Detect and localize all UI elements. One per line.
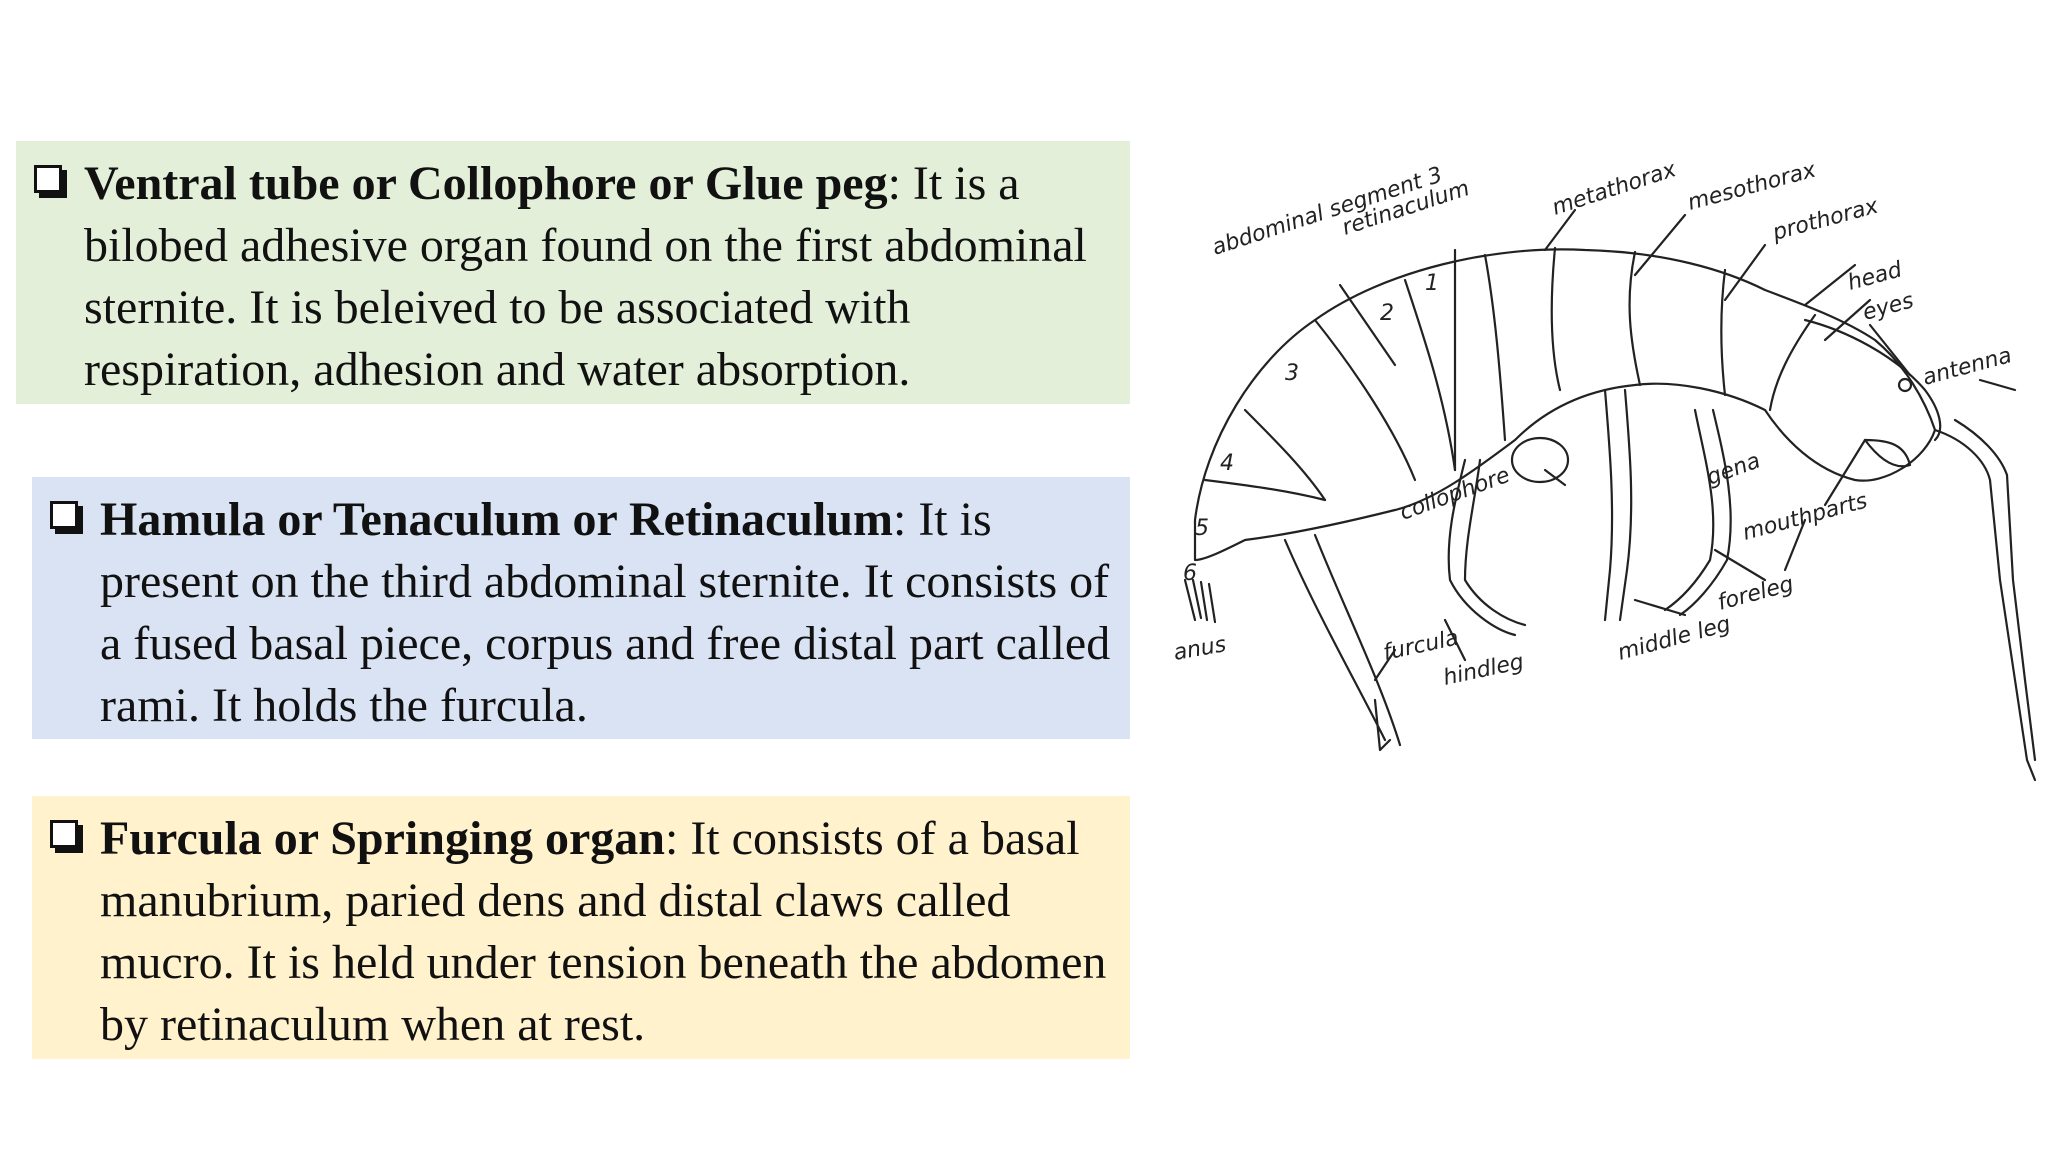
collophore-text: Ventral tube or Collophore or Glue peg: … xyxy=(84,153,1112,401)
leader-line xyxy=(1373,648,1397,682)
leader-line xyxy=(1868,323,1912,377)
label-collophore: collophore xyxy=(1397,463,1514,526)
eye-shape xyxy=(1897,377,1913,393)
label-prothorax: prothorax xyxy=(1769,193,1882,246)
label-hindleg: hindleg xyxy=(1441,649,1526,690)
foreleg-shape xyxy=(1663,408,1732,617)
collophore-section: Ventral tube or Collophore or Glue peg: … xyxy=(16,141,1130,404)
label-seg3: 3 xyxy=(1285,361,1299,386)
label-seg2: 2 xyxy=(1380,301,1394,326)
furcula-item: Furcula or Springing organ: It consists … xyxy=(50,808,1112,1056)
collophore-item: Ventral tube or Collophore or Glue peg: … xyxy=(34,153,1112,401)
label-metathorax: metathorax xyxy=(1549,157,1680,221)
collophore-shape xyxy=(1510,436,1570,484)
label-seg4: 4 xyxy=(1220,451,1234,476)
leader-line xyxy=(1823,298,1872,342)
segment-line xyxy=(1768,313,1817,412)
segment-line xyxy=(1243,408,1327,502)
furcula-section: Furcula or Springing organ: It consists … xyxy=(32,796,1130,1059)
leader-line xyxy=(1633,598,1687,617)
label-antenna: antenna xyxy=(1920,343,2014,391)
collophore-body: : It is a bilobed adhesive organ found o… xyxy=(84,157,1087,396)
leader-line xyxy=(1443,618,1467,662)
checkbox-square-icon xyxy=(50,501,78,529)
antenna-shape xyxy=(1933,418,2037,782)
segment-line xyxy=(1483,253,1507,442)
furcula-text: Furcula or Springing organ: It consists … xyxy=(100,808,1112,1056)
leader-line xyxy=(1723,243,1767,302)
label-head: head xyxy=(1845,257,1906,296)
leader-line xyxy=(1338,283,1397,367)
label-mesothorax: mesothorax xyxy=(1685,157,1819,215)
label-mouthparts: mouthparts xyxy=(1740,489,1870,546)
furcula-body: : It consists of a basal manubrium, pari… xyxy=(100,812,1107,1051)
retinaculum-term: Hamula or Tenaculum or Retinaculum xyxy=(100,493,893,546)
mouthparts-shape xyxy=(1863,438,1912,468)
leader-line xyxy=(1978,378,2017,392)
retinaculum-section: Hamula or Tenaculum or Retinaculum: It i… xyxy=(32,477,1130,739)
segment-line xyxy=(1403,278,1457,472)
label-seg1: 1 xyxy=(1425,271,1439,296)
anus-hairs xyxy=(1183,578,1217,624)
label-gena: gena xyxy=(1704,448,1764,490)
hindleg-shape xyxy=(1447,458,1527,637)
checkbox-square-icon xyxy=(34,165,62,193)
label-foreleg: foreleg xyxy=(1715,572,1796,616)
label-eyes: eyes xyxy=(1860,288,1916,325)
leader-line xyxy=(1803,263,1857,307)
segment-line xyxy=(1313,318,1417,482)
segment-line xyxy=(1628,250,1642,387)
body-outline xyxy=(1193,248,1937,562)
segment-line xyxy=(1550,246,1562,392)
springtail-drawing: abdominal segment 3 retinaculum metathor… xyxy=(1172,157,2037,782)
retinaculum-body: : It is present on the third abdominal s… xyxy=(100,493,1111,732)
leader-line xyxy=(1633,213,1687,277)
leader-line xyxy=(1823,438,1867,507)
leader-line xyxy=(1783,518,1807,572)
segment-line xyxy=(1720,268,1727,397)
segment-line xyxy=(1203,478,1327,502)
retinaculum-text: Hamula or Tenaculum or Retinaculum: It i… xyxy=(100,489,1112,737)
retinaculum-item: Hamula or Tenaculum or Retinaculum: It i… xyxy=(50,489,1112,737)
collophore-term: Ventral tube or Collophore or Glue peg xyxy=(84,157,888,210)
leader-line xyxy=(1713,548,1767,582)
leader-line xyxy=(1543,208,1577,252)
label-anus: anus xyxy=(1172,632,1228,666)
label-furcula: furcula xyxy=(1381,626,1461,666)
furcula-term: Furcula or Springing organ xyxy=(100,812,665,865)
label-seg6: 6 xyxy=(1183,561,1197,586)
leader-line xyxy=(1543,468,1567,487)
checkbox-square-icon xyxy=(50,820,78,848)
middle-leg-shape xyxy=(1603,388,1633,622)
furcula-shape xyxy=(1283,533,1402,752)
label-middle-leg: middle leg xyxy=(1615,612,1733,666)
springtail-diagram: abdominal segment 3 retinaculum metathor… xyxy=(1165,140,2040,820)
label-seg5: 5 xyxy=(1195,516,1209,541)
